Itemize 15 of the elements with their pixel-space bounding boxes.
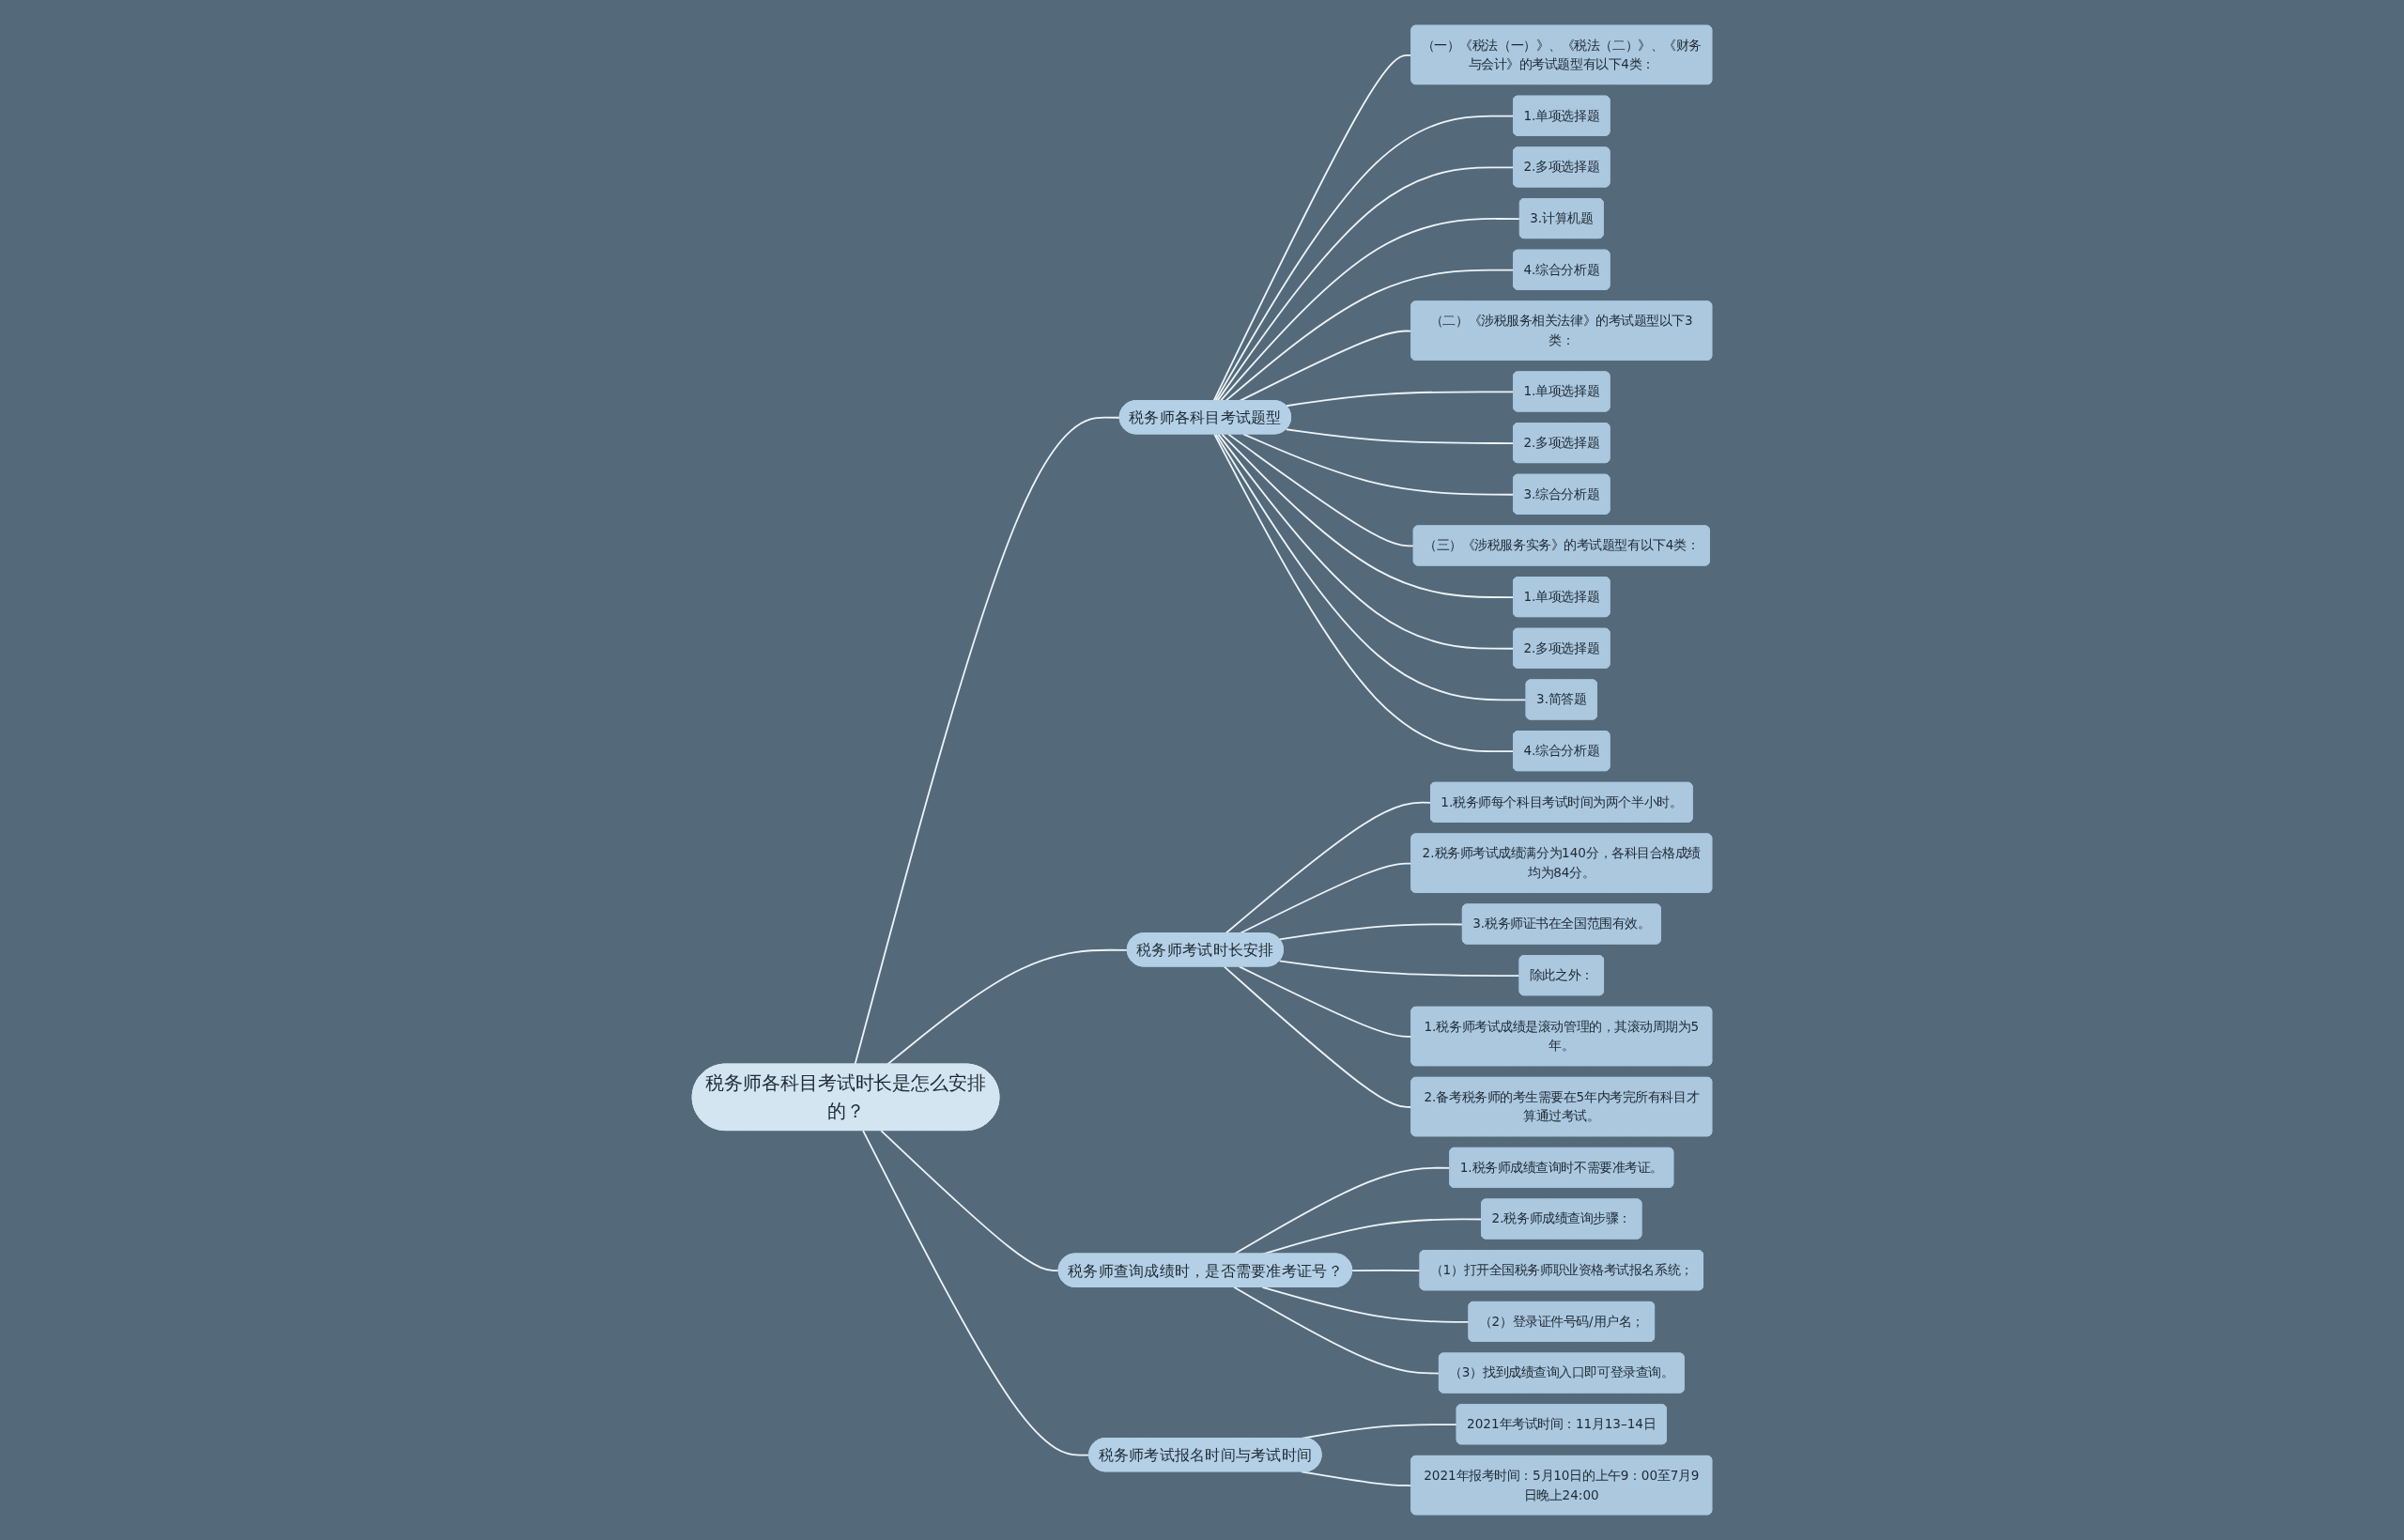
connector xyxy=(1278,960,1521,978)
connector xyxy=(1213,433,1515,753)
connector xyxy=(1221,433,1515,598)
connector xyxy=(1242,433,1515,496)
connector xyxy=(1233,1286,1441,1375)
connector xyxy=(886,948,1129,1066)
connector xyxy=(1278,923,1464,941)
connector xyxy=(1217,433,1515,650)
connector xyxy=(1285,428,1515,444)
connector xyxy=(880,1130,1060,1272)
connector xyxy=(1214,433,1528,701)
connector xyxy=(854,416,1121,1066)
connector xyxy=(1227,433,1415,547)
connector xyxy=(1261,1286,1471,1323)
connector xyxy=(1351,1269,1422,1272)
